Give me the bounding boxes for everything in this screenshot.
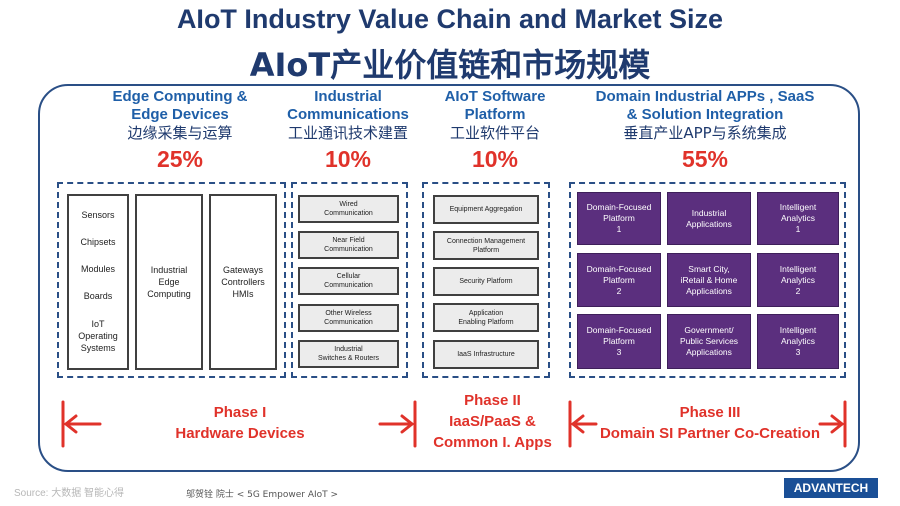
column-title-cn: 垂直产业APP与系统集成 xyxy=(623,124,787,142)
edge-item: Modules xyxy=(80,263,116,274)
comm-item-cellular: Cellular Communication xyxy=(298,267,399,295)
phase-line: Phase II xyxy=(464,392,521,409)
communications-group xyxy=(291,182,408,378)
column-title-cn: 工业通讯技术建置 xyxy=(287,124,408,142)
phase-1-label: Phase I Hardware Devices xyxy=(110,402,370,444)
software-platform-group xyxy=(422,182,550,378)
domain-tile-industrial-applications: Industrial Applications xyxy=(667,192,751,245)
domain-applications-group xyxy=(569,182,846,378)
software-item-connection-management: Connection Management Platform xyxy=(433,231,539,260)
title-en: AIoT Industry Value Chain and Market Siz… xyxy=(176,4,724,34)
phase-line: Phase I xyxy=(213,404,267,421)
column-title-line: Edge Computing & xyxy=(112,88,248,105)
domain-tile-platform-3: Domain-Focused Platform 3 xyxy=(577,314,661,369)
domain-tile-analytics-2: Intelligent Analytics 2 xyxy=(757,253,839,307)
source-citation: 邬贺铨 院士 < 5G Empower AIoT > xyxy=(186,490,339,500)
column-percent-software: 10% xyxy=(471,146,519,172)
value-chain-frame xyxy=(38,84,860,472)
domain-tile-government: Government/ Public Services Applications xyxy=(667,314,751,369)
domain-tile-platform-2: Domain-Focused Platform 2 xyxy=(577,253,661,307)
phase-line: IaaS/PaaS & xyxy=(449,413,536,430)
phase-3-label: Phase III Domain SI Partner Co-Creation xyxy=(596,402,824,444)
column-title-line: & Solution Integration xyxy=(626,106,784,123)
advantech-logo: ADVANTECH xyxy=(784,478,878,498)
column-header-software: AIoT Software Platform 工业软件平台 xyxy=(420,88,570,142)
column-title-line: Industrial xyxy=(314,88,382,105)
comm-item-wired: Wired Communication xyxy=(298,195,399,223)
column-percent-comm: 10% xyxy=(324,146,372,172)
edge-computing-box: Industrial Edge Computing xyxy=(135,194,203,370)
phase-3-left-arrowhead xyxy=(570,414,585,434)
edge-item: Boards xyxy=(83,290,113,301)
phase-line: Hardware Devices xyxy=(175,425,305,442)
software-item-iaas: IaaS Infrastructure xyxy=(433,340,539,369)
comm-item-other-wireless: Other Wireless Communication xyxy=(298,304,399,332)
phase-3-right-arrowhead xyxy=(830,414,845,434)
column-title-line: Domain Industrial APPs , SaaS xyxy=(595,88,815,105)
edge-devices-group xyxy=(57,182,286,378)
phase-1-right-arrowhead xyxy=(400,414,415,434)
domain-tile-analytics-3: Intelligent Analytics 3 xyxy=(757,314,839,369)
edge-components-box: Sensors Chipsets Modules Boards IoT Oper… xyxy=(67,194,129,370)
domain-tile-smart-city: Smart City, iRetail & Home Applications xyxy=(667,253,751,307)
column-title-line: Edge Devices xyxy=(131,106,229,123)
phase-2-label: Phase II IaaS/PaaS & Common I. Apps xyxy=(420,390,565,453)
phase-line: Phase III xyxy=(679,404,741,421)
software-item-application-enabling: Application Enabling Platform xyxy=(433,303,539,332)
domain-tile-analytics-1: Intelligent Analytics 1 xyxy=(757,192,839,245)
gateways-box: Gateways Controllers HMIs xyxy=(209,194,277,370)
phase-1-left-arrowhead xyxy=(63,414,78,434)
software-item-security: Security Platform xyxy=(433,267,539,296)
edge-computing-label: Industrial Edge Computing xyxy=(147,265,191,299)
comm-item-near-field: Near Field Communication xyxy=(298,231,399,259)
column-title-line: Platform xyxy=(464,106,526,123)
column-header-domain: Domain Industrial APPs , SaaS & Solution… xyxy=(570,88,840,142)
column-header-comm: Industrial Communications 工业通讯技术建置 xyxy=(268,88,428,142)
edge-item: IoT Operating Systems xyxy=(78,318,118,353)
watermark-text: Source: 大数据 智能心得 xyxy=(14,488,125,499)
column-title-line: Communications xyxy=(287,106,409,123)
title-cn: AIoT产业价值链和市场规模 xyxy=(249,46,651,84)
edge-item: Sensors xyxy=(81,210,115,221)
software-item-equipment-aggregation: Equipment Aggregation xyxy=(433,195,539,224)
column-header-edge: Edge Computing & Edge Devices 边缘采集与运算 xyxy=(80,88,280,142)
phase-line: Common I. Apps xyxy=(433,434,552,451)
column-percent-edge: 25% xyxy=(156,146,204,172)
column-title-cn: 边缘采集与运算 xyxy=(127,124,233,142)
edge-item: Chipsets xyxy=(80,237,116,248)
column-title-cn: 工业软件平台 xyxy=(449,124,540,142)
comm-item-switches-routers: Industrial Switches & Routers xyxy=(298,340,399,368)
gateways-label: Gateways Controllers HMIs xyxy=(221,265,265,299)
column-title-line: AIoT Software xyxy=(444,88,546,105)
domain-tile-platform-1: Domain-Focused Platform 1 xyxy=(577,192,661,245)
column-percent-domain: 55% xyxy=(681,146,729,172)
phase-line: Domain SI Partner Co-Creation xyxy=(599,425,821,442)
